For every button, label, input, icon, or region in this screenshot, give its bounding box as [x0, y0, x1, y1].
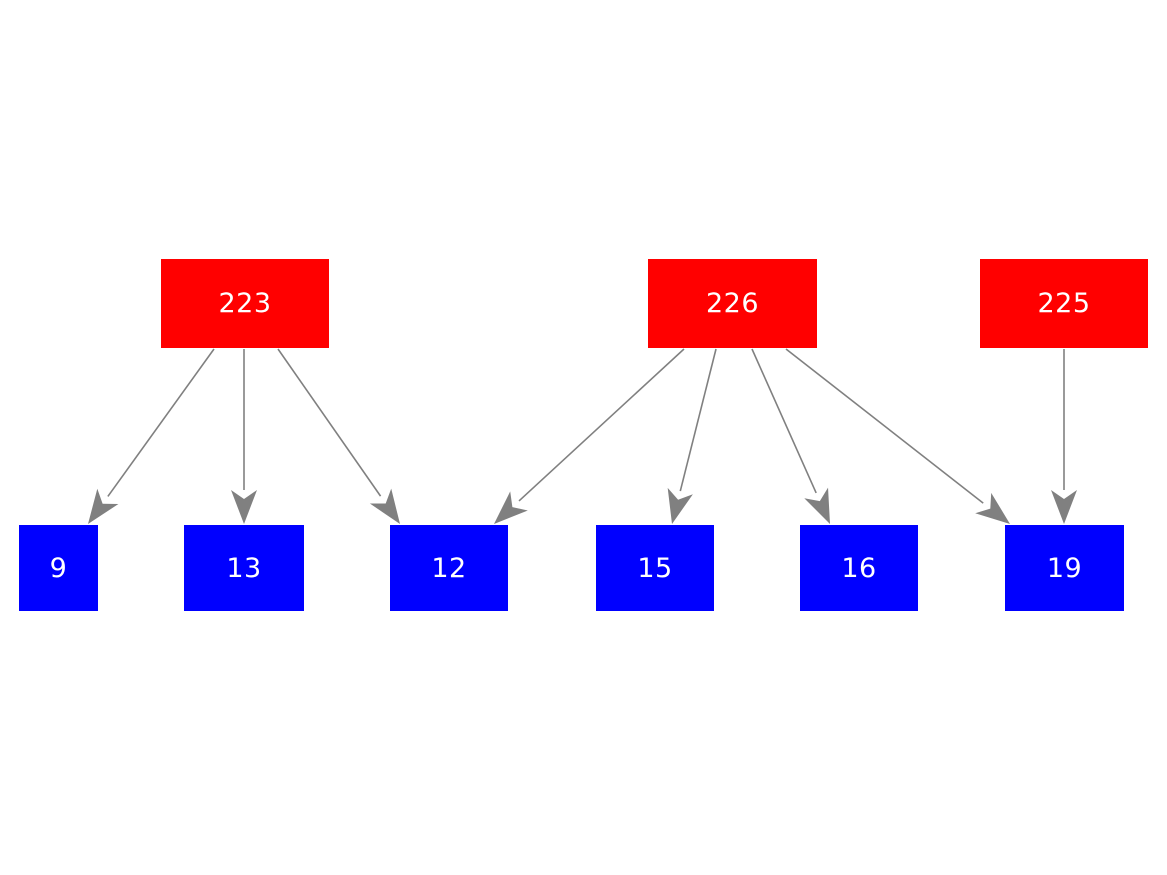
edge-shaft [277, 348, 382, 497]
node-label: 12 [431, 552, 467, 584]
edge-223-to-9 [88, 348, 215, 524]
arrowhead-icon [667, 487, 693, 524]
edge-223-to-13 [231, 349, 257, 524]
edge-shaft [679, 348, 717, 492]
node-19[interactable]: 19 [1005, 525, 1124, 611]
edge-226-to-16 [751, 348, 830, 524]
node-223[interactable]: 223 [161, 259, 329, 348]
edge-226-to-19 [785, 348, 1010, 524]
edge-223-to-12 [277, 348, 400, 524]
edge-226-to-15 [667, 348, 717, 524]
node-15[interactable]: 15 [596, 525, 714, 611]
node-label: 19 [1046, 552, 1083, 584]
arrowhead-icon [804, 487, 830, 524]
arrowhead-icon [975, 492, 1010, 524]
arrowhead-icon [369, 488, 400, 524]
arrowhead-icon [231, 490, 257, 524]
node-label: 9 [49, 552, 68, 584]
arrowhead-icon [1051, 490, 1077, 524]
node-225[interactable]: 225 [980, 259, 1148, 348]
node-label: 223 [218, 288, 272, 319]
node-226[interactable]: 226 [648, 259, 817, 348]
edge-shaft [518, 348, 685, 502]
arrowhead-icon [494, 491, 528, 524]
node-16[interactable]: 16 [800, 525, 918, 611]
edge-shaft [107, 348, 215, 497]
node-12[interactable]: 12 [390, 525, 508, 611]
node-label: 16 [841, 552, 877, 584]
edge-shaft [785, 348, 984, 504]
node-label: 226 [705, 288, 760, 319]
node-13[interactable]: 13 [184, 525, 304, 611]
edge-225-to-19 [1051, 349, 1077, 524]
arrowhead-icon [88, 488, 119, 524]
node-label: 15 [637, 552, 673, 584]
edge-226-to-12 [494, 348, 685, 524]
node-label: 225 [1037, 288, 1091, 319]
node-9[interactable]: 9 [19, 525, 98, 611]
edge-shaft [751, 348, 817, 494]
node-label: 13 [226, 552, 262, 584]
